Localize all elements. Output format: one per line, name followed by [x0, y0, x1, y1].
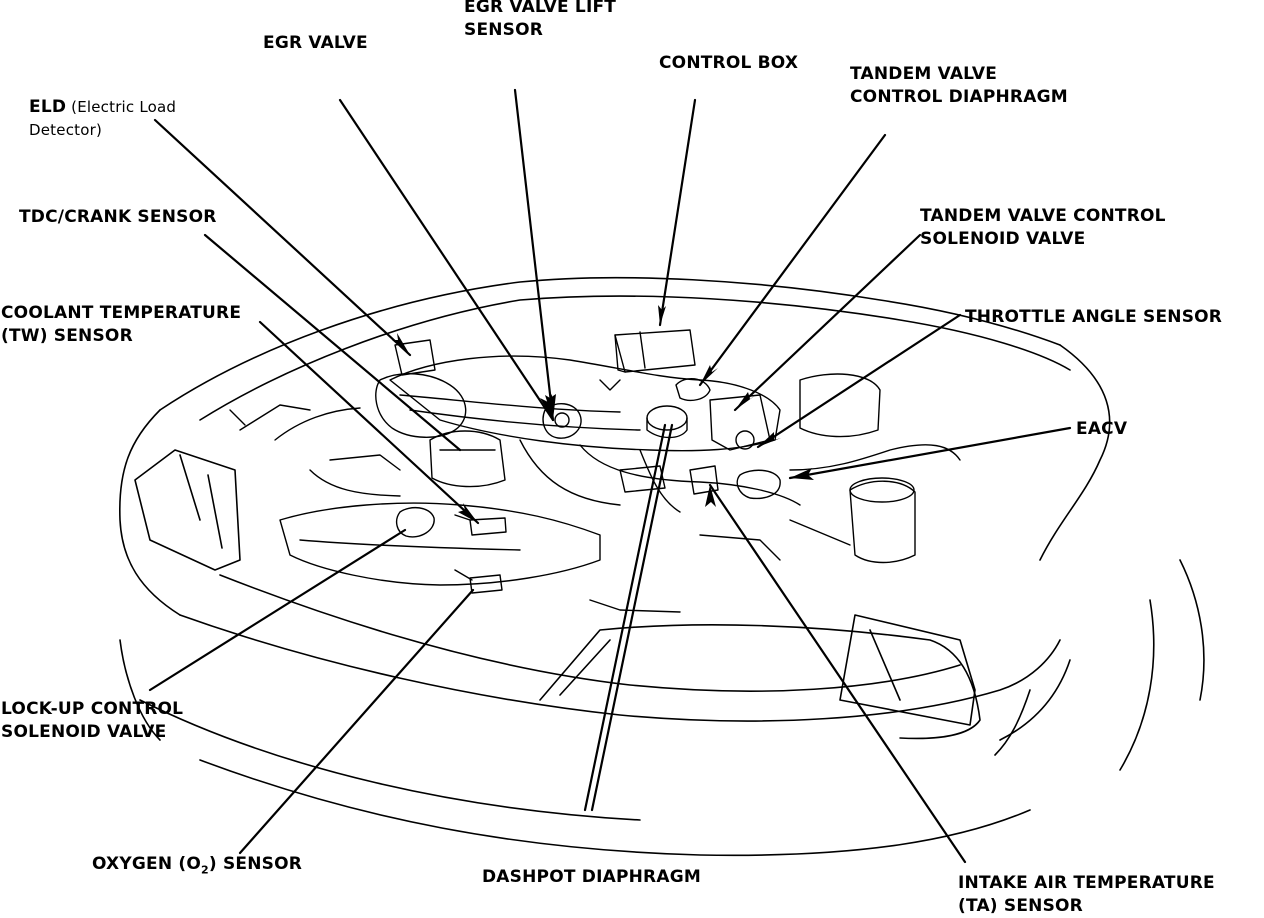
arrow-eacv [790, 468, 814, 480]
label-tandem-valve-control-solenoid: TANDEM VALVE CONTROL SOLENOID VALVE [920, 205, 1166, 251]
leader-egr-valve [338, 98, 555, 422]
label-coolant-temperature-sensor: COOLANT TEMPERATURE (TW) SENSOR [1, 302, 241, 348]
leader-oxygen [238, 588, 475, 855]
label-control-box-text: CONTROL BOX [659, 53, 799, 73]
arrow-tandem-solenoid [735, 392, 756, 410]
label-control-box: CONTROL BOX [659, 52, 798, 75]
label-tdc-crank-text: TDC/CRANK SENSOR [19, 207, 217, 227]
label-tandem-diaphragm-line1: TANDEM VALVE [850, 64, 998, 84]
leader-dashpot-a [583, 423, 667, 812]
label-dashpot-text: DASHPOT DIAPHRAGM [482, 867, 701, 887]
label-coolant-line1: COOLANT TEMPERATURE [1, 303, 242, 323]
arrowheads [392, 305, 814, 523]
label-egr-valve-lift-sensor: EGR VALVE LIFT SENSOR [464, 0, 616, 42]
leader-tdc [203, 233, 462, 452]
leader-dashpot-b [590, 423, 674, 812]
car-body [118, 276, 1205, 857]
leader-egr-lift [513, 88, 555, 422]
leader-throttle [756, 313, 962, 449]
leader-eld [153, 118, 412, 357]
label-oxygen-post: ) SENSOR [208, 854, 303, 874]
leader-intake [708, 483, 967, 864]
leader-control-box [658, 98, 697, 327]
label-lockup-line1: LOCK-UP CONTROL [1, 699, 184, 719]
label-tandem-diaphragm-line2: CONTROL DIAPHRAGM [850, 87, 1068, 107]
label-tandem-solenoid-line1: TANDEM VALVE CONTROL [920, 206, 1166, 226]
label-intake-line2: (TA) SENSOR [958, 896, 1083, 916]
label-oxygen-sub: 2 [201, 863, 209, 877]
label-dashpot-diaphragm: DASHPOT DIAPHRAGM [482, 866, 701, 889]
label-eld-line1-rest: (Electric Load [66, 98, 177, 116]
label-oxygen-sensor: OXYGEN (O2) SENSOR [92, 853, 302, 881]
label-eacv: EACV [1076, 418, 1127, 441]
label-eacv-text: EACV [1076, 419, 1128, 439]
leader-tandem-diaphragm [698, 133, 887, 387]
label-throttle-angle-text: THROTTLE ANGLE SENSOR [965, 307, 1223, 327]
label-egr-valve: EGR VALVE [263, 32, 368, 55]
label-tandem-solenoid-line2: SOLENOID VALVE [920, 229, 1086, 249]
leader-coolant [258, 320, 480, 525]
leader-lockup [148, 528, 407, 692]
label-tandem-valve-control-diaphragm: TANDEM VALVE CONTROL DIAPHRAGM [850, 63, 1068, 109]
leader-lines [148, 88, 1072, 864]
label-eld-bold: ELD [29, 97, 67, 117]
engine-components [229, 329, 961, 613]
arrow-control-box [658, 305, 666, 325]
label-tdc-crank-sensor: TDC/CRANK SENSOR [19, 206, 217, 229]
label-intake-air-temperature-sensor: INTAKE AIR TEMPERATURE (TA) SENSOR [958, 872, 1215, 918]
arrow-coolant [458, 503, 478, 523]
label-eld: ELD (Electric Load Detector) [29, 96, 176, 142]
arrow-intake [705, 485, 716, 507]
arrow-throttle [758, 432, 781, 447]
label-lockup-control-solenoid: LOCK-UP CONTROL SOLENOID VALVE [1, 698, 183, 744]
label-lockup-line2: SOLENOID VALVE [1, 722, 167, 742]
label-eld-line2: Detector) [29, 121, 103, 139]
leader-tandem-solenoid [733, 233, 922, 412]
arrow-egr-lift [545, 394, 556, 420]
label-intake-line1: INTAKE AIR TEMPERATURE [958, 873, 1215, 893]
leader-eacv [788, 426, 1072, 480]
label-egr-lift-line1: EGR VALVE LIFT [464, 0, 617, 17]
label-throttle-angle-sensor: THROTTLE ANGLE SENSOR [965, 306, 1222, 329]
label-egr-lift-line2: SENSOR [464, 20, 544, 40]
label-coolant-line2: (TW) SENSOR [1, 326, 133, 346]
label-egr-valve-text: EGR VALVE [263, 33, 368, 53]
label-oxygen-pre: OXYGEN (O [92, 854, 201, 874]
arrow-eld [392, 333, 410, 355]
arrow-tandem-diaphragm [700, 365, 718, 385]
